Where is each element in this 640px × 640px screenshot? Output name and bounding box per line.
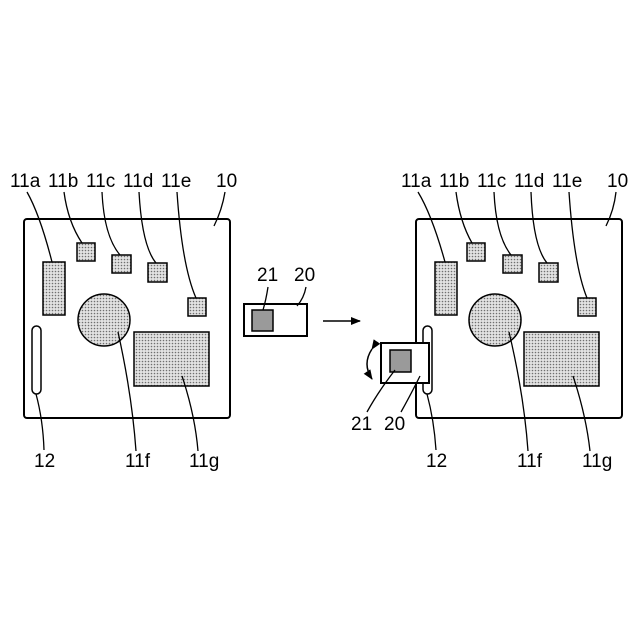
label-12-right: 12 (426, 451, 447, 472)
label-11d-right: 11d (514, 171, 544, 192)
component-11b (77, 243, 95, 261)
label-10-right: 10 (607, 171, 628, 192)
label-11c: 11c (86, 171, 115, 192)
component-11a-right (435, 262, 457, 315)
card-chip-21 (252, 310, 273, 331)
component-11a (43, 262, 65, 315)
label-11a-right: 11a (401, 171, 432, 192)
component-11g-right (524, 332, 599, 386)
component-11f-right (469, 294, 521, 346)
label-10: 10 (216, 171, 237, 192)
card-chip-21-inserted (390, 350, 411, 372)
board-right: 11a 11b 11c 11d 11e 10 21 20 12 11f 11g (351, 171, 628, 472)
label-11b-right: 11b (439, 171, 469, 192)
component-11e (188, 298, 206, 316)
board-left: 11a 11b 11c 11d 11e 10 12 11f 11g (10, 171, 237, 472)
label-20-right: 20 (384, 414, 405, 435)
component-11e-right (578, 298, 596, 316)
label-11e: 11e (161, 171, 191, 192)
label-11g: 11g (189, 451, 219, 472)
component-11f (78, 294, 130, 346)
label-11d: 11d (123, 171, 153, 192)
component-11c-right (503, 255, 522, 273)
card-separate: 21 20 (244, 265, 315, 336)
label-11b: 11b (48, 171, 78, 192)
label-20: 20 (294, 265, 315, 286)
label-11f: 11f (125, 451, 151, 472)
component-11d-right (539, 263, 558, 282)
component-11g (134, 332, 209, 386)
label-11a: 11a (10, 171, 41, 192)
component-11d (148, 263, 167, 282)
label-12: 12 (34, 451, 55, 472)
label-21: 21 (257, 265, 278, 286)
label-21-right: 21 (351, 414, 372, 435)
label-11e-right: 11e (552, 171, 582, 192)
component-11b-right (467, 243, 485, 261)
slot-12 (32, 326, 41, 394)
label-11f-right: 11f (517, 451, 543, 472)
label-11g-right: 11g (582, 451, 612, 472)
rotation-arrow (367, 349, 372, 379)
component-11c (112, 255, 131, 273)
label-11c-right: 11c (477, 171, 506, 192)
